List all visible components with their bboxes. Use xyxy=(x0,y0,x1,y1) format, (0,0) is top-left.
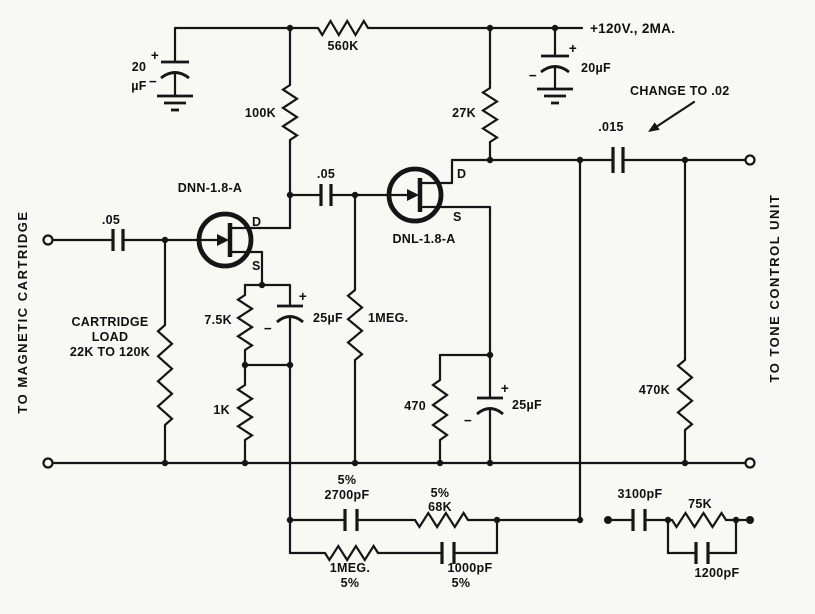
label-c20-left-unit: µF xyxy=(131,79,147,93)
label-c20-right: 20µF xyxy=(581,61,611,75)
capacitor-2700pf xyxy=(343,509,359,531)
resistor-1k xyxy=(235,384,255,441)
plus-c20-right: + xyxy=(569,41,577,56)
capacitor-20uf-left xyxy=(160,60,190,80)
label-c25b: 25µF xyxy=(512,398,542,412)
input-terminal-lower xyxy=(42,457,54,469)
resistor-1meg-gate xyxy=(346,289,364,361)
label-c1200: 1200pF xyxy=(695,566,740,580)
note-arrow-icon xyxy=(648,100,696,132)
ground-symbol-right xyxy=(537,87,573,105)
plus-c25b: + xyxy=(501,381,509,396)
label-c2700-tolerance: 5% xyxy=(338,473,357,487)
q1-gate-arrow-icon xyxy=(217,234,229,246)
label-cartridge-line2: LOAD xyxy=(92,330,129,344)
label-c2700: 2700pF xyxy=(325,488,370,502)
label-side-left: TO MAGNETIC CARTRIDGE xyxy=(15,210,30,413)
label-cartridge-line3: 22K TO 120K xyxy=(70,345,150,359)
capacitor-015-output xyxy=(611,147,625,173)
plus-c25a: + xyxy=(299,289,307,304)
resistor-560k xyxy=(317,18,369,38)
label-r100k: 100K xyxy=(245,106,276,120)
plus-c20-left: + xyxy=(151,48,159,63)
label-q2-source: S xyxy=(453,210,462,224)
label-q1-name: DNN-1.8-A xyxy=(178,181,243,195)
label-c20-left-value: 20 xyxy=(132,60,147,74)
capacitor-1200pf xyxy=(694,542,710,564)
label-r470k: 470K xyxy=(639,383,670,397)
output-terminal-lower xyxy=(744,457,756,469)
output-terminal-upper xyxy=(744,154,756,166)
label-side-right: TO TONE CONTROL UNIT xyxy=(767,194,782,383)
label-c3100: 3100pF xyxy=(618,487,663,501)
label-r68k-tolerance: 5% xyxy=(431,486,450,500)
capacitor-3100pf xyxy=(631,509,647,531)
label-c015: .015 xyxy=(598,120,624,134)
resistor-cartridge-load xyxy=(156,324,174,426)
resistor-100k xyxy=(280,84,300,141)
minus-c25a: − xyxy=(264,321,272,336)
label-q2-name: DNL-1.8-A xyxy=(392,232,455,246)
transistor-q1 xyxy=(196,211,254,269)
label-r470: 470 xyxy=(404,399,426,413)
minus-c20-right: − xyxy=(529,68,537,83)
label-q2-drain: D xyxy=(457,167,466,181)
label-supply: +120V., 2MA. xyxy=(590,21,675,36)
ground-symbol-left xyxy=(157,94,193,112)
label-c1000-tolerance: 5% xyxy=(452,576,471,590)
label-cartridge-line1: CARTRIDGE xyxy=(71,315,148,329)
minus-c20-left: − xyxy=(149,74,157,89)
label-change-note: CHANGE TO .02 xyxy=(630,84,730,98)
q2-gate-arrow-icon xyxy=(407,189,419,201)
capacitor-05-interstage xyxy=(319,184,333,206)
resistor-470k xyxy=(676,359,694,431)
resistor-68k xyxy=(414,510,469,530)
resistor-470 xyxy=(431,379,449,441)
label-r1k: 1K xyxy=(213,403,230,417)
label-c05-interstage: .05 xyxy=(317,167,335,181)
label-c1000: 1000pF xyxy=(448,561,493,575)
resistor-27k xyxy=(480,87,500,143)
resistors xyxy=(156,18,727,563)
resistor-1meg-feedback xyxy=(324,543,379,563)
alt-network-left-endpoint xyxy=(604,516,612,524)
capacitor-20uf-right xyxy=(540,54,570,74)
label-r7k5: 7.5K xyxy=(204,313,232,327)
capacitor-05-input xyxy=(111,229,125,251)
label-c05-input: .05 xyxy=(102,213,120,227)
input-terminal-upper xyxy=(42,234,54,246)
label-r1meg-gate: 1MEG. xyxy=(368,311,408,325)
label-c25a: 25µF xyxy=(313,311,343,325)
resistor-75k xyxy=(671,510,727,530)
minus-c25b: − xyxy=(464,413,472,428)
junction-dots xyxy=(161,24,740,524)
transistor-q2 xyxy=(386,166,444,224)
label-q1-source: S xyxy=(252,259,261,273)
label-r75k: 75K xyxy=(688,497,712,511)
resistor-7k5 xyxy=(235,294,255,351)
capacitor-1000pf xyxy=(440,542,456,564)
labels: +120V., 2MA. 560K 20 µF + − + 20µF − CHA… xyxy=(15,21,782,590)
label-r68k: 68K xyxy=(428,500,452,514)
terminals xyxy=(42,154,756,524)
alt-network-right-endpoint xyxy=(746,516,754,524)
capacitor-25uf-1 xyxy=(276,304,304,324)
capacitor-25uf-2 xyxy=(476,396,504,416)
label-r1meg-feedback: 1MEG. xyxy=(330,561,370,575)
label-r27k: 27K xyxy=(452,106,476,120)
capacitors xyxy=(111,54,710,564)
wire-segments xyxy=(50,26,750,555)
label-r560k: 560K xyxy=(327,39,358,53)
label-r1meg-tolerance: 5% xyxy=(341,576,360,590)
label-q1-drain: D xyxy=(252,215,261,229)
